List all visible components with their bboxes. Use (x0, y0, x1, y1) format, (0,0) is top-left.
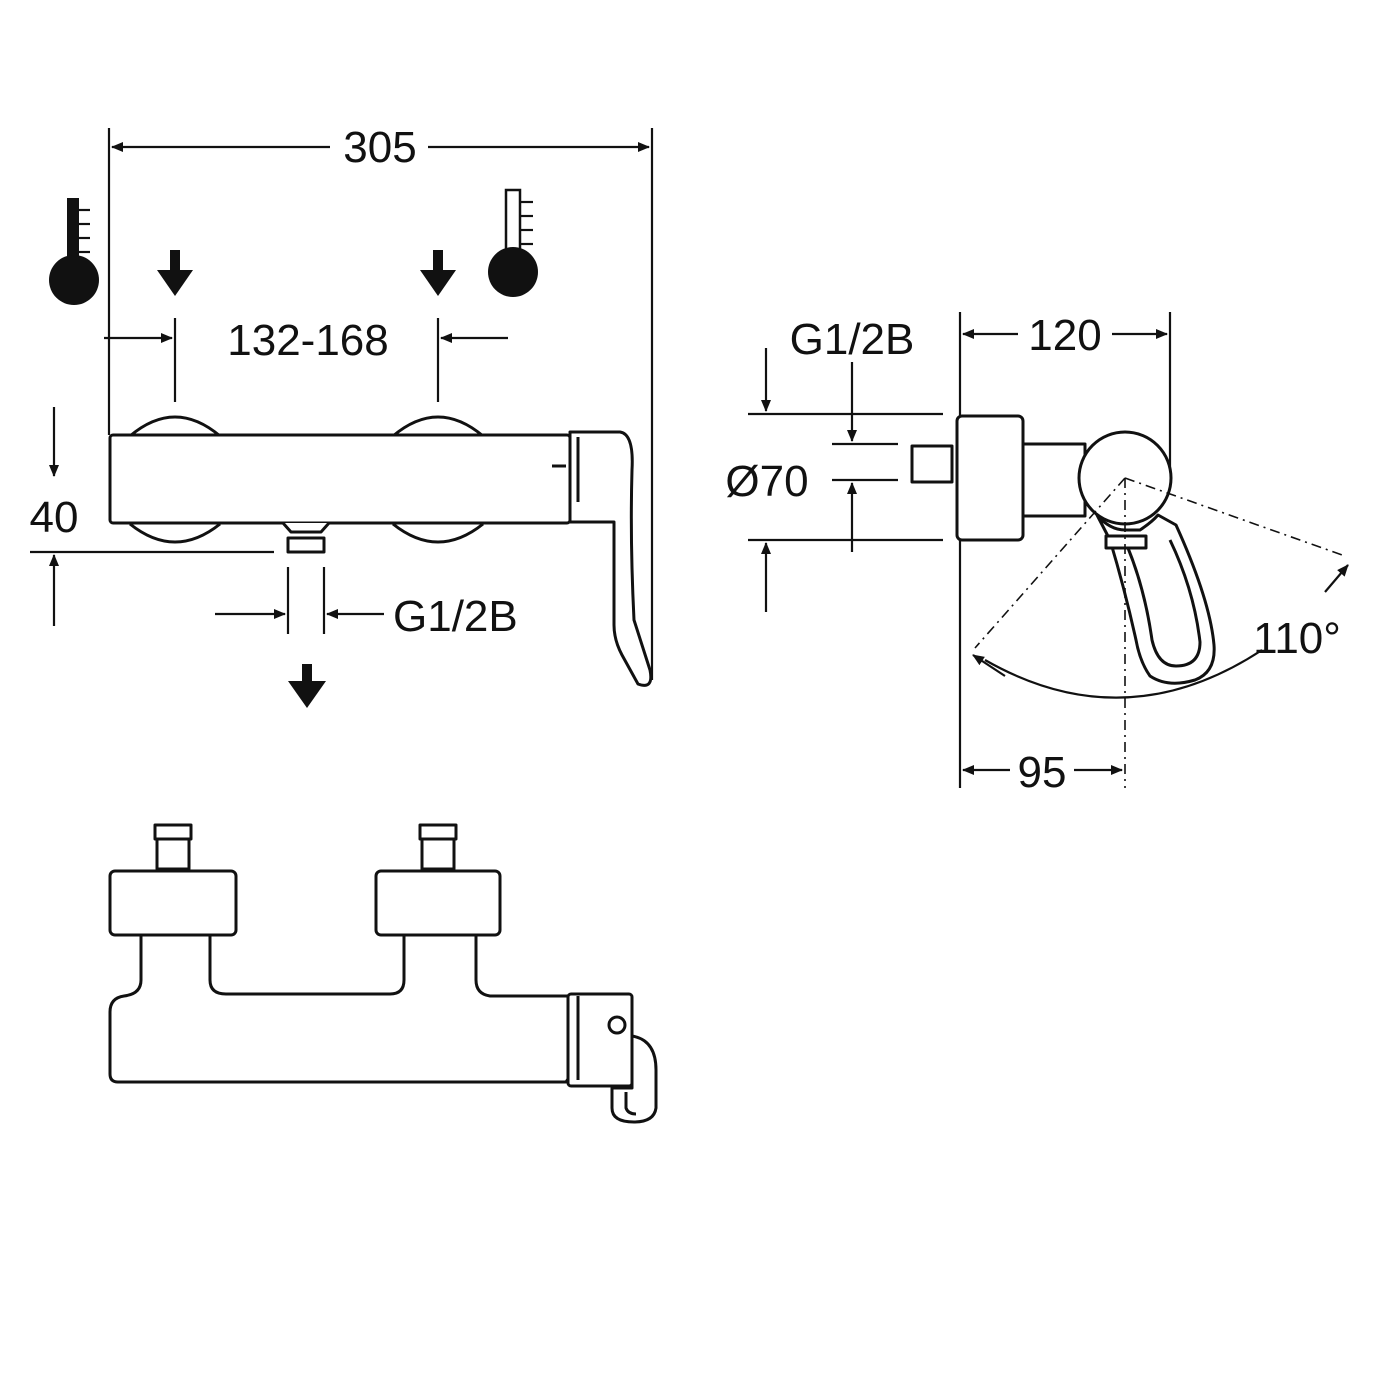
swing-arc (984, 649, 1263, 699)
lever-pivot (1104, 534, 1148, 550)
lever-top-view (610, 1034, 658, 1124)
dim-outlet-thread: G1/2B (393, 592, 518, 641)
inlet-thread-left (155, 837, 191, 871)
front-view: 305 13 (30, 123, 654, 708)
lever-grip-top-view (624, 1092, 637, 1116)
dim-overall-width: 305 (343, 123, 416, 172)
inlet-thread-side (910, 444, 954, 484)
outlet-nozzle (281, 522, 331, 534)
inlet-thread-right-cap (418, 823, 458, 841)
lever-grip (1126, 539, 1202, 668)
top-view (108, 823, 658, 1124)
dim-rosette-diameter: Ø70 (725, 457, 808, 506)
inlet-thread-left-cap (153, 823, 193, 841)
rosette-right-top (392, 415, 484, 438)
rosette-side (955, 414, 1025, 542)
dim-outlet-depth: 95 (1018, 748, 1067, 797)
rosette-left-top (129, 415, 221, 438)
rosette-left-top-view (108, 869, 238, 937)
dim-connection-spacing: 132-168 (227, 316, 388, 365)
inlet-thread-right (420, 837, 456, 871)
rosette-right-bottom (392, 522, 484, 544)
lever-side (1095, 513, 1216, 685)
flow-arrow-icon (420, 250, 456, 296)
cold-thermometer-icon (49, 198, 99, 305)
rosette-right-top-view (374, 869, 502, 937)
hot-thermometer-icon (488, 188, 538, 297)
dim-inlet-thread: G1/2B (790, 315, 915, 364)
flow-arrow-icon (157, 250, 193, 296)
rosette-left-bottom (129, 522, 221, 544)
swing-arrow-right (1324, 564, 1349, 593)
connector-side (1021, 442, 1087, 518)
mixer-body (108, 433, 572, 525)
side-view: 120 G1/2B Ø70 110° 95 (725, 311, 1349, 797)
flow-arrow-icon (288, 664, 326, 708)
swing-line-right (1124, 477, 1346, 557)
mixer-body-top-view (108, 933, 572, 1084)
dim-height-offset: 40 (30, 493, 79, 542)
swing-line-left (974, 477, 1126, 649)
dim-lever-angle: 110° (1253, 614, 1341, 663)
swing-arrow-left (972, 654, 1006, 677)
dim-depth: 120 (1028, 311, 1101, 360)
mixer-lever (568, 430, 653, 687)
outlet-thread (286, 536, 326, 554)
cap-screw (607, 1015, 627, 1035)
